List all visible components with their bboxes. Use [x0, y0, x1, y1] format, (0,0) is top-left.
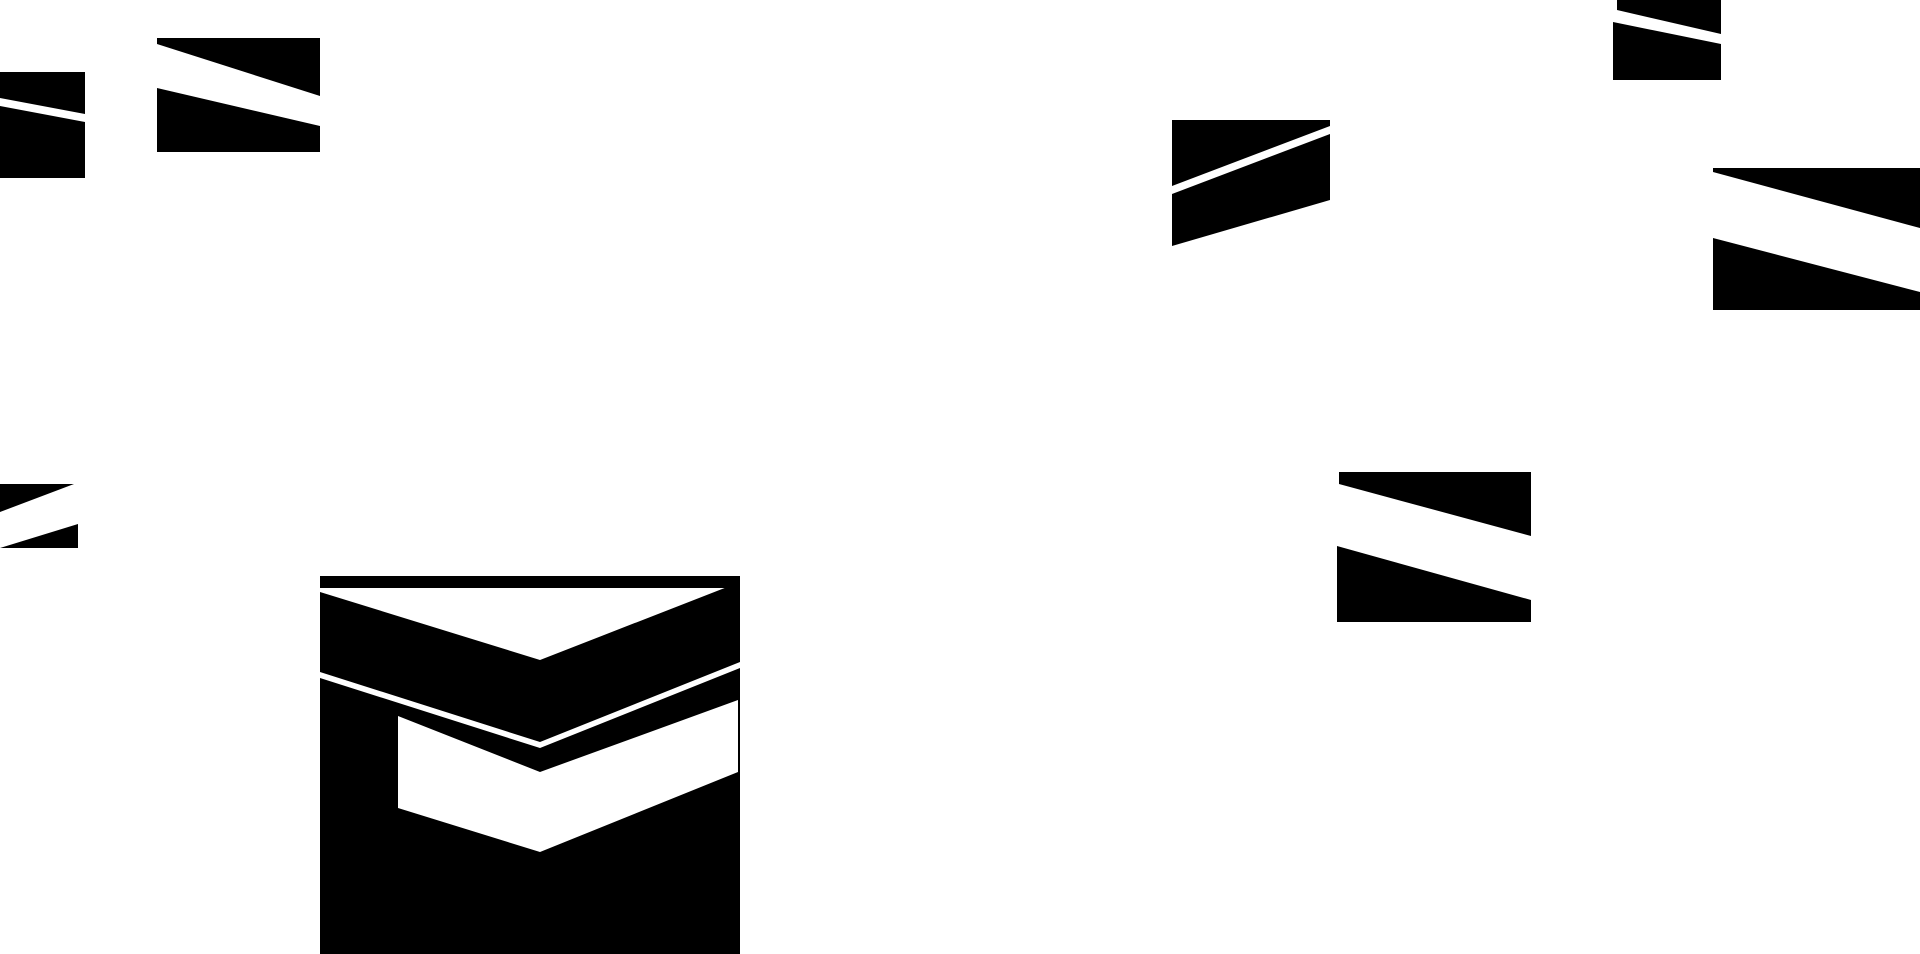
fragment-top-left-bar: [157, 38, 320, 152]
fragment-mid-left-small-bar: [0, 484, 78, 548]
fragment-right-edge-bar: [1713, 168, 1920, 310]
fragment-top-left-edge-bar: [0, 72, 85, 178]
fragment-mid-right-bar: [1337, 472, 1531, 622]
center-logo-chevron-badge: [320, 576, 740, 954]
fragment-top-right-corner-bar: [1613, 0, 1721, 80]
fragment-top-center-bar: [1172, 120, 1330, 246]
